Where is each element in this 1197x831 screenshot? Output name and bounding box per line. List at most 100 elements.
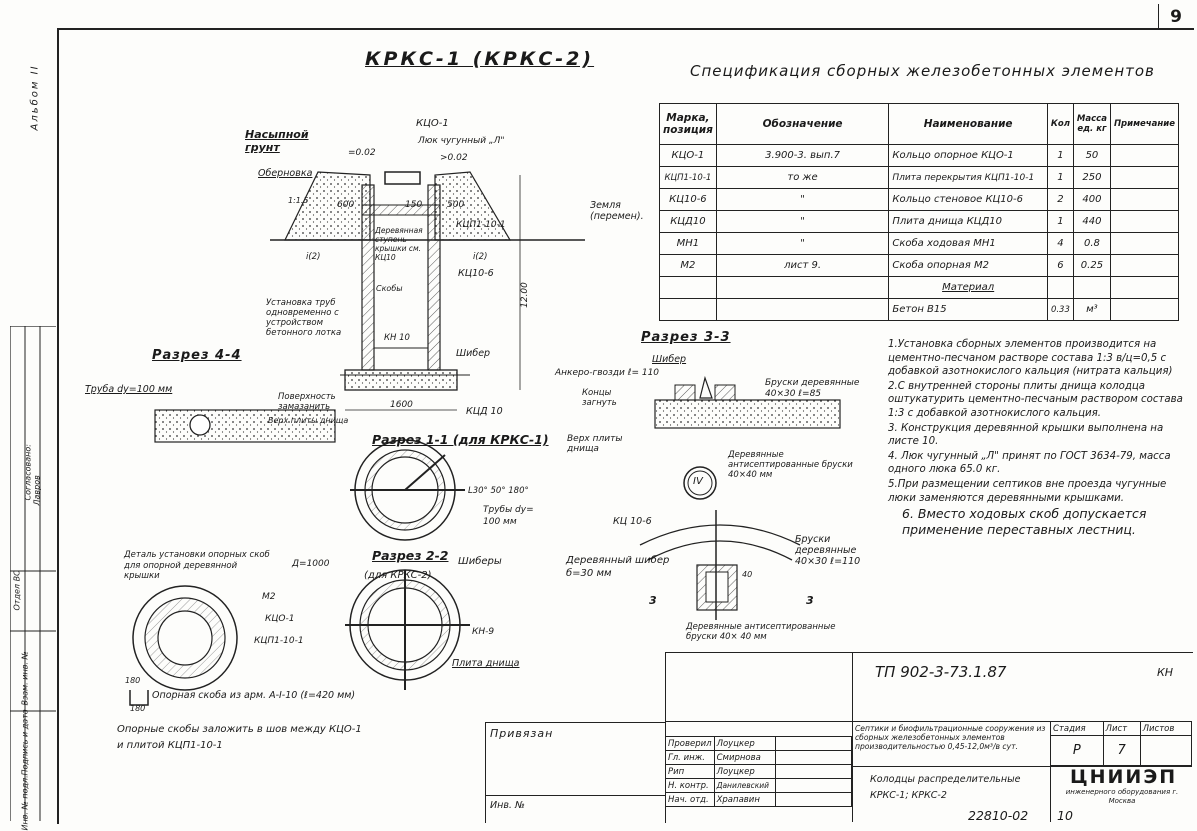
label-d180a: 180 xyxy=(125,676,141,685)
label-m2: М2 xyxy=(262,592,276,602)
label-derev-shiber: Деревянный шибер б=30 мм xyxy=(566,555,670,579)
listov-header: Листов xyxy=(1139,721,1193,736)
label-ankera: Анкеро-гвозди ℓ= 110 xyxy=(555,368,660,378)
note-item: 1.Установка сборных элементов производит… xyxy=(888,339,1173,378)
title-block-divider xyxy=(665,721,1192,722)
role: Н. контр. xyxy=(665,778,715,793)
side-stamp-grid xyxy=(9,325,56,821)
pipe-section xyxy=(189,414,211,436)
list-header: Лист xyxy=(1102,721,1141,736)
note-item: 6. Вместо ходовых скоб допускается приме… xyxy=(902,506,1147,538)
spec-header-row: Марка, позиция Обозначение Наименование … xyxy=(659,103,1180,145)
spec-header: Масса ед. кг xyxy=(1072,103,1111,145)
label-razrez22: Разрез 2-2 xyxy=(372,548,449,563)
main-title: КРКС-1 (КРКС-2) xyxy=(365,48,595,70)
side-stamp: Согласовано: Отдел ВС Лавров Взам. инв. … xyxy=(9,325,56,831)
label-kn10: КН 10 xyxy=(384,333,410,343)
table-row: Стадия Лист Листов xyxy=(1050,721,1193,736)
label-antisept2: Деревянные антисептированные бруски 40× … xyxy=(686,622,836,642)
label-kcp2: КЦП1-10-1 xyxy=(254,636,304,646)
notes: 1.Установка сборных элементов производит… xyxy=(888,338,1188,539)
label-kco1: КЦО-1 xyxy=(416,118,449,129)
note-item: 3. Конструкция деревянной крышки выполне… xyxy=(888,422,1164,448)
label-shiber-33: Шибер xyxy=(652,354,687,365)
privyazan-box xyxy=(485,722,666,823)
tray xyxy=(373,347,429,371)
privyazan-label: Привязан xyxy=(490,727,554,740)
detail-marker-circle xyxy=(683,466,717,500)
wood-bar xyxy=(714,384,736,401)
label-dim150: 150 xyxy=(405,200,423,210)
label-kc106: КЦ10-6 xyxy=(458,268,494,279)
label-d3a: 3 xyxy=(649,594,657,607)
label-i2b: i(2) xyxy=(473,252,488,262)
section-4-4-slab xyxy=(154,409,336,443)
spec-header: Наименование xyxy=(888,103,1048,145)
label-bruski: Бруски деревянные 40×30 ℓ=85 xyxy=(765,378,860,399)
title-block-divider xyxy=(1050,721,1051,822)
role-person: Смирнова xyxy=(713,750,776,765)
label-iv: IV xyxy=(693,476,703,487)
list-value: 7 xyxy=(1102,735,1141,766)
label-truby: Трубы dу= 100 мм xyxy=(483,505,534,527)
label-nasypnoy-grunt: Насыпной грунт xyxy=(245,128,309,154)
label-opornaya-skoba: Опорная скоба из арм. А-I-10 (ℓ=420 мм) xyxy=(152,690,356,701)
label-plita-dnishcha: Плита днища xyxy=(452,658,520,669)
label-note-bottom: Опорные скобы заложить в шов между КЦО-1… xyxy=(117,724,362,751)
label-razrez44: Разрез 4-4 xyxy=(152,348,242,363)
stage-header: Стадия xyxy=(1050,721,1104,736)
stage-table: Стадия Лист Листов Р 7 xyxy=(1050,721,1193,766)
label-slope3: 1:1.5 xyxy=(288,196,309,205)
role-person: Храпавин xyxy=(713,792,776,807)
base-slab xyxy=(344,369,458,391)
archive-number: 22810-02 xyxy=(968,808,1029,823)
label-dim1600: 1600 xyxy=(390,400,413,410)
label-dim500: 500 xyxy=(447,200,465,210)
org-sub: инженерного оборудования г. Москва xyxy=(1065,788,1179,805)
role-person: Лоуцкер xyxy=(713,764,776,779)
detail-marker-circle xyxy=(687,470,713,496)
role: Гл. инж. xyxy=(665,750,715,765)
table-row: Н. контр.Данилевский xyxy=(665,778,853,793)
role: Рип xyxy=(665,764,715,779)
title-block-divider xyxy=(852,652,853,822)
doc-kn: КН xyxy=(1157,666,1174,679)
table-row: КЦП1-10-1 то же Плита перекрытия КЦП1-10… xyxy=(659,166,1180,189)
label-verh-plity2: Верх плиты днища xyxy=(567,434,623,454)
shiber-detail-arc xyxy=(647,540,793,561)
pipe-line xyxy=(404,454,446,491)
note-item: 2.С внутренней стороны плиты днища колод… xyxy=(888,380,1183,419)
label-poverhnost: Поверхность замазанить xyxy=(278,392,336,412)
label-skoby: Скобы xyxy=(376,284,403,293)
label-razrez33: Разрез 3-3 xyxy=(641,330,731,345)
table-row: КЦ10-6 " Кольцо стеновое КЦ10-6 2 400 xyxy=(659,188,1180,211)
doc-code: ТП 902-3-73.1.87 xyxy=(875,663,1007,681)
archive-sheet: 10 xyxy=(1057,808,1073,823)
soil-mound xyxy=(284,171,371,241)
note-item: 4. Люк чугунный „Л" принят по ГОСТ 3634-… xyxy=(888,450,1171,476)
material-name: Бетон В15 xyxy=(888,298,1048,321)
label-kcp: КЦП1-10-1 xyxy=(456,220,506,230)
spec-header: Обозначение xyxy=(715,103,890,145)
sheet-frame xyxy=(57,28,1194,824)
note-item: 5.При размещении септиков вне проезда чу… xyxy=(888,478,1167,504)
label-slope2: >0.02 xyxy=(440,153,468,163)
detail-ring-inner xyxy=(157,610,213,666)
label-kcd10: КЦД 10 xyxy=(466,406,503,417)
label-bruski2: Бруски деревянные 40×30 ℓ=110 xyxy=(795,534,861,567)
role-person: Лоуцкер xyxy=(713,736,776,751)
label-derev-stupeni: Деревянная ступень крышки см. КЦ10 xyxy=(375,226,423,262)
label-angles: L30° 50° 180° xyxy=(468,486,529,496)
label-dim600: 600 xyxy=(337,200,355,210)
spec-header: Примечание xyxy=(1109,103,1180,145)
cover-slab xyxy=(361,204,441,216)
title-block-divider xyxy=(852,766,1192,767)
label-zemlya: Земля (перемен). xyxy=(590,200,644,222)
sheet-title: Колодцы распределительные КРКС-1; КРКС-2 xyxy=(870,774,1021,801)
label-obernovka: Оберновка xyxy=(258,168,313,179)
label-kco1b: КЦО-1 xyxy=(265,614,295,624)
manhole-cover xyxy=(384,171,421,185)
label-shibery: Шиберы xyxy=(458,556,502,567)
